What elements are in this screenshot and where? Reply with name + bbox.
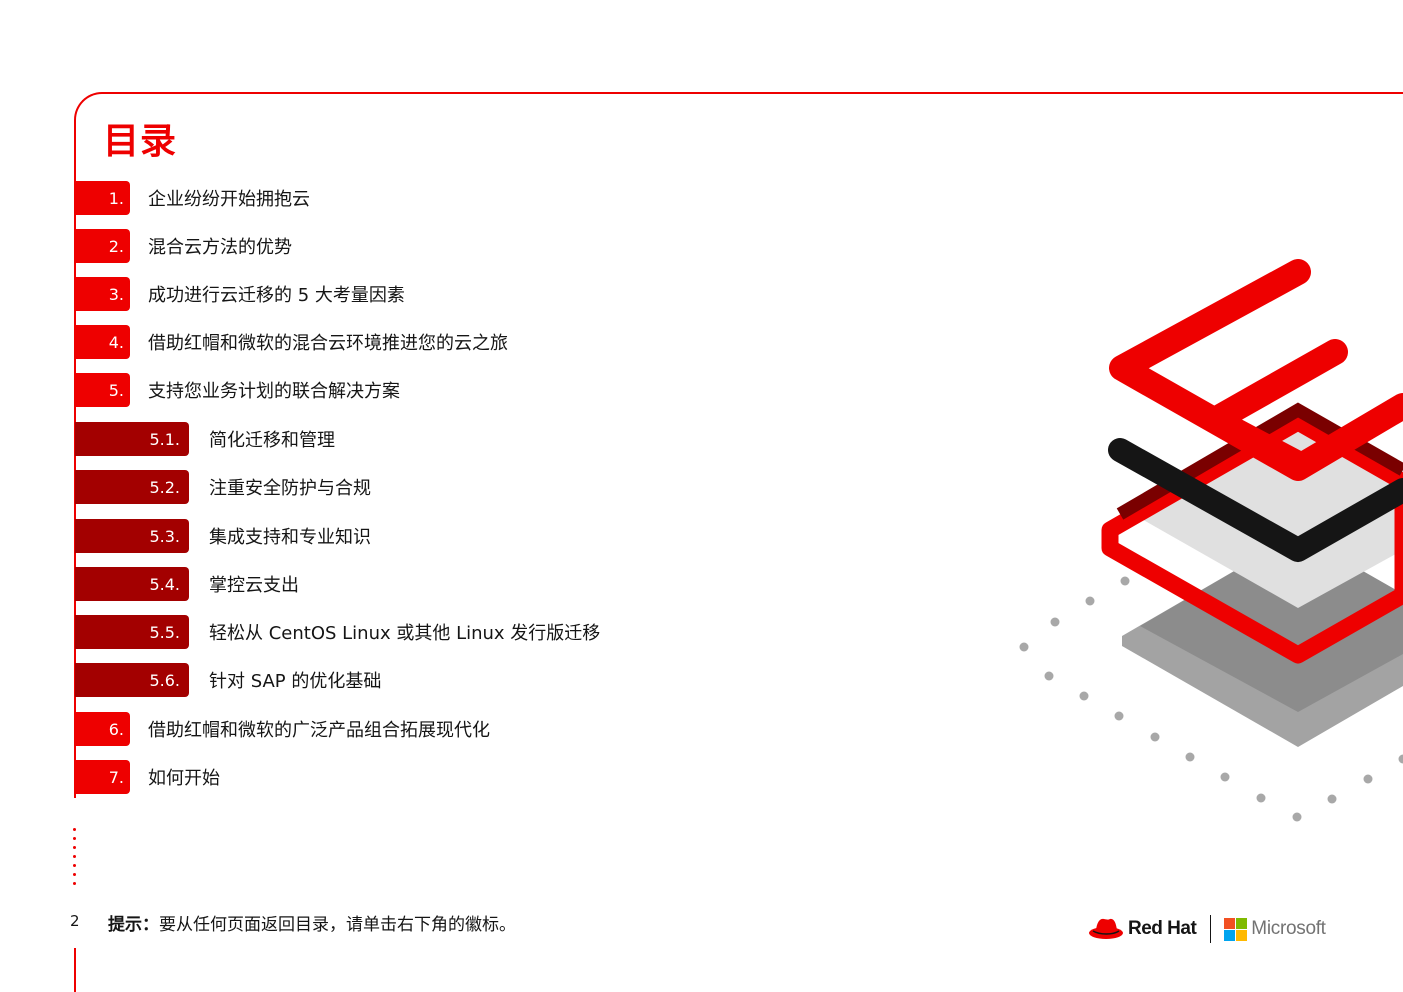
toc-item-5-2[interactable]: 5.2. 注重安全防护与合规 <box>75 470 371 504</box>
red-e-layer <box>1109 259 1403 481</box>
toc-number: 5.1. <box>75 422 189 456</box>
frame-dotted-line <box>72 828 78 894</box>
toc-item-3[interactable]: 3. 成功进行云迁移的 5 大考量因素 <box>75 277 405 311</box>
toc-label: 借助红帽和微软的混合云环境推进您的云之旅 <box>148 333 508 354</box>
microsoft-grid-icon <box>1224 917 1248 941</box>
toc-item-6[interactable]: 6. 借助红帽和微软的广泛产品组合拓展现代化 <box>75 712 490 746</box>
logo-divider <box>1210 915 1212 943</box>
toc-number: 5.3. <box>75 519 189 553</box>
footer-logos[interactable]: Red Hat Microsoft <box>1088 912 1326 946</box>
toc-label: 注重安全防护与合规 <box>209 478 371 499</box>
toc-label: 混合云方法的优势 <box>148 237 292 258</box>
page-title: 目录 <box>103 121 178 162</box>
red-outline-layer <box>1101 413 1403 664</box>
layered-stack-illustration <box>1019 259 1403 822</box>
toc-item-7[interactable]: 7. 如何开始 <box>75 760 220 794</box>
toc-label: 借助红帽和微软的广泛产品组合拓展现代化 <box>148 720 490 741</box>
toc-item-5-1[interactable]: 5.1. 简化迁移和管理 <box>75 422 335 456</box>
toc-number: 4. <box>75 325 130 359</box>
footer-hint: 提示：要从任何页面返回目录，请单击右下角的徽标。 <box>108 910 516 935</box>
microsoft-wordmark: Microsoft <box>1251 918 1326 939</box>
black-chevron-layer <box>1108 438 1403 562</box>
toc-label: 成功进行云迁移的 5 大考量因素 <box>148 285 405 306</box>
toc-number: 5.6. <box>75 663 189 697</box>
toc-number: 2. <box>75 229 130 263</box>
toc-item-5[interactable]: 5. 支持您业务计划的联合解决方案 <box>75 373 400 407</box>
dotted-orbit <box>1019 576 1403 822</box>
toc-label: 如何开始 <box>148 768 220 789</box>
hint-text: 要从任何页面返回目录，请单击右下角的徽标。 <box>159 915 516 935</box>
toc-item-5-3[interactable]: 5.3. 集成支持和专业知识 <box>75 519 371 553</box>
toc-item-4[interactable]: 4. 借助红帽和微软的混合云环境推进您的云之旅 <box>75 325 508 359</box>
toc-label: 轻松从 CentOS Linux 或其他 Linux 发行版迁移 <box>209 623 601 644</box>
red-hat-wordmark: Red Hat <box>1128 918 1197 939</box>
toc-item-2[interactable]: 2. 混合云方法的优势 <box>75 229 292 263</box>
toc-label: 集成支持和专业知识 <box>209 527 371 548</box>
toc-number: 5. <box>75 373 130 407</box>
toc-number: 1. <box>75 181 130 215</box>
toc-number: 6. <box>75 712 130 746</box>
toc-label: 支持您业务计划的联合解决方案 <box>148 381 400 402</box>
toc-item-1[interactable]: 1. 企业纷纷开始拥抱云 <box>75 181 310 215</box>
toc-number: 5.2. <box>75 470 189 504</box>
toc-item-5-4[interactable]: 5.4. 掌控云支出 <box>75 567 299 601</box>
toc-label: 简化迁移和管理 <box>209 430 335 451</box>
toc-number: 5.5. <box>75 615 189 649</box>
toc-label: 针对 SAP 的优化基础 <box>209 671 382 692</box>
toc-label: 企业纷纷开始拥抱云 <box>148 189 310 210</box>
red-hat-fedora-icon <box>1089 918 1123 939</box>
toc-number: 7. <box>75 760 130 794</box>
toc-number: 5.4. <box>75 567 189 601</box>
page-number: 2 <box>70 912 80 930</box>
toc-number: 3. <box>75 277 130 311</box>
frame-bottom-line <box>74 948 76 992</box>
toc-item-5-6[interactable]: 5.6. 针对 SAP 的优化基础 <box>75 663 381 697</box>
toc-item-5-5[interactable]: 5.5. 轻松从 CentOS Linux 或其他 Linux 发行版迁移 <box>75 615 600 649</box>
hint-label: 提示： <box>108 915 159 935</box>
toc-label: 掌控云支出 <box>209 575 299 596</box>
